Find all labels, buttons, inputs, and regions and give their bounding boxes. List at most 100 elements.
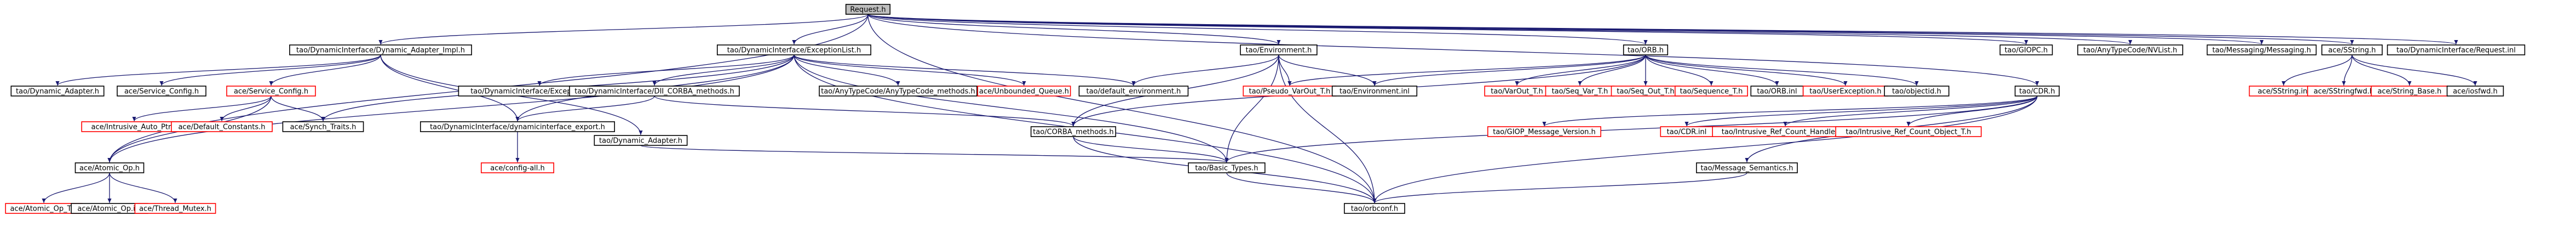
node-box	[1030, 126, 1117, 137]
node-tao-dynamicinterface-dynamic-adapter-impl-h[interactable]: tao/DynamicInterface/Dynamic_Adapter_Imp…	[289, 44, 472, 55]
node-label: tao/CDR.inl	[1667, 128, 1707, 137]
node-box	[1188, 162, 1266, 173]
node-tao-varout-t-h[interactable]: tao/VarOut_T.h	[1484, 86, 1550, 97]
node-tao-dynamicinterface-exceptionlist-h[interactable]: tao/DynamicInterface/ExceptionList.h	[717, 44, 872, 55]
node-box	[134, 203, 216, 214]
node-tao-cdr-inl[interactable]: tao/CDR.inl	[1660, 126, 1714, 137]
node-box	[717, 44, 872, 55]
node-ace-thread-mutex-h[interactable]: ace/Thread_Mutex.h	[134, 203, 216, 214]
node-tao-cdr-h[interactable]: tao/CDR.h	[2014, 86, 2060, 97]
node-box	[569, 86, 740, 97]
node-tao-dynamic-adapter-h[interactable]: tao/Dynamic_Adapter.h	[10, 86, 105, 97]
node-label: tao/Basic_Types.h	[1195, 165, 1258, 173]
node-tao-environment-h[interactable]: tao/Environment.h	[1240, 44, 1318, 55]
node-ace-sstring-inl[interactable]: ace/SString.inl	[2249, 86, 2319, 97]
node-label: tao/default_environment.h	[1086, 88, 1181, 96]
edge-request-to-orbconf	[867, 14, 1377, 203]
node-box	[419, 121, 615, 132]
node-label: tao/GIOPC.h	[2005, 47, 2048, 55]
node-tao-intrusive-ref-count-object-t-h[interactable]: tao/Intrusive_Ref_Count_Object_T.h	[1835, 126, 1982, 137]
node-ace-config-all-h[interactable]: ace/config-all.h	[480, 162, 554, 173]
node-box	[2387, 44, 2526, 55]
node-ace-intrusive-auto-ptr-h[interactable]: ace/Intrusive_Auto_Ptr.h	[81, 121, 187, 132]
node-label: tao/AnyTypeCode/AnyTypeCode_methods.h	[821, 88, 975, 96]
node-ace-atomic-op-h[interactable]: ace/Atomic_Op.h	[74, 162, 145, 173]
node-tao-dynamicinterface-dynamicinterface-export-h[interactable]: tao/DynamicInterface/dynamicinterface_ex…	[419, 121, 615, 132]
node-tao-basic-types-h[interactable]: tao/Basic_Types.h	[1188, 162, 1266, 173]
node-ace-synch-traits-h[interactable]: ace/Synch_Traits.h	[282, 121, 364, 132]
node-box	[2077, 44, 2183, 55]
edge-orb-to-orb_inl	[1645, 54, 1779, 86]
node-tao-orb-inl[interactable]: tao/ORB.inl	[1750, 86, 1804, 97]
node-label: tao/ORB.h	[1628, 47, 1664, 55]
node-label: tao/UserException.h	[1809, 88, 1881, 96]
node-ace-sstring-h[interactable]: ace/SString.h	[2321, 44, 2383, 55]
node-tao-orbconf-h[interactable]: tao/orbconf.h	[1344, 203, 1405, 214]
node-label: ace/Service_Config.h	[234, 88, 308, 96]
node-ace-service-config-h[interactable]: ace/Service_Config.h	[117, 86, 206, 97]
node-tao-environment-inl[interactable]: tao/Environment.inl	[1331, 86, 1418, 97]
dependency-edges	[42, 14, 2477, 203]
node-box	[282, 121, 364, 132]
edge-cdr-to-giop_message_version	[1542, 95, 2038, 127]
node-tao-seq-out-t-h[interactable]: tao/Seq_Out_T.h	[1611, 86, 1681, 97]
node-tao-userexception-h[interactable]: tao/UserException.h	[1802, 86, 1889, 97]
node-label: ace/Default_Constants.h	[178, 123, 265, 132]
node-ace-sstringfwd-h[interactable]: ace/SStringfwd.h	[2307, 86, 2381, 97]
node-tao-anytypecode-anytypecode-methods-h[interactable]: tao/AnyTypeCode/AnyTypeCode_methods.h	[819, 86, 978, 97]
node-box	[1999, 44, 2053, 55]
node-label: tao/Sequence_T.h	[1680, 88, 1743, 96]
node-tao-message-semantics-h[interactable]: tao/Message_Semantics.h	[1696, 162, 1798, 173]
node-tao-orb-h[interactable]: tao/ORB.h	[1623, 44, 1669, 55]
edge-orb-to-varout_t	[1515, 54, 1646, 86]
edge-dyn_adapter_impl-to-dynamic_interface_export	[380, 54, 520, 122]
node-ace-iosfwd-h[interactable]: ace/iosfwd.h	[2446, 86, 2504, 97]
node-tao-intrusive-ref-count-handle-t-h[interactable]: tao/Intrusive_Ref_Count_Handle_T.h	[1712, 126, 1859, 137]
edge-exception_list-to-unbounded_queue	[794, 54, 1026, 86]
edge-environment-to-basic_types	[1224, 54, 1279, 163]
node-box	[1696, 162, 1798, 173]
node-label: ace/iosfwd.h	[2453, 88, 2497, 96]
edge-exception_list-to-atomic_op	[107, 54, 795, 163]
edge-orb-to-objectid	[1645, 54, 1919, 86]
node-box	[845, 4, 891, 15]
edge-exception_list-to-default_environment	[794, 54, 1136, 86]
node-tao-pseudo-varout-t-h[interactable]: tao/Pseudo_VarOut_T.h	[1243, 86, 1337, 97]
node-box	[2446, 86, 2504, 97]
node-box	[289, 44, 472, 55]
node-tao-giop-message-version-h[interactable]: tao/GIOP_Message_Version.h	[1487, 126, 1602, 137]
node-box	[819, 86, 978, 97]
edge-message_semantics-to-orbconf	[1372, 172, 1747, 203]
node-tao-dynamicinterface-dii-corba-methods-h[interactable]: tao/DynamicInterface/DII_CORBA_methods.h	[569, 86, 740, 97]
edge-request-to-dyn_adapter_impl	[378, 14, 869, 45]
node-label: ace/config-all.h	[490, 165, 545, 173]
node-ace-atomic-op-inl[interactable]: ace/Atomic_Op.inl	[71, 203, 148, 214]
node-tao-objectid-h[interactable]: tao/objectid.h	[1884, 86, 1950, 97]
node-ace-service-config-h[interactable]: ace/Service_Config.h	[226, 86, 316, 97]
node-tao-corba-methods-h[interactable]: tao/CORBA_methods.h	[1030, 126, 1117, 137]
node-tao-seq-var-t-h[interactable]: tao/Seq_Var_T.h	[1545, 86, 1615, 97]
node-label: ace/Unbounded_Queue.h	[979, 88, 1069, 96]
node-box	[1675, 86, 1749, 97]
node-tao-dynamicinterface-request-inl[interactable]: tao/DynamicInterface/Request.inl	[2387, 44, 2526, 55]
edge-tao_dynamic_adapter-to-basic_types	[640, 145, 1229, 163]
node-label: tao/DynamicInterface/Dynamic_Adapter_Imp…	[296, 47, 465, 55]
node-label: tao/CDR.h	[2019, 88, 2055, 96]
node-ace-default-constants-h[interactable]: ace/Default_Constants.h	[171, 121, 273, 132]
node-ace-atomic-op-t-h[interactable]: ace/Atomic_Op_T.h	[5, 203, 83, 214]
node-tao-sequence-t-h[interactable]: tao/Sequence_T.h	[1675, 86, 1749, 97]
node-tao-dynamic-adapter-h[interactable]: tao/Dynamic_Adapter.h	[594, 135, 688, 146]
edge-exception_list-to-basic_types	[794, 54, 1229, 163]
node-tao-default-environment-h[interactable]: tao/default_environment.h	[1078, 86, 1189, 97]
edge-environment-to-orbconf	[1278, 54, 1377, 203]
edge-orb-to-environment_inl	[1372, 54, 1646, 86]
node-tao-anytypecode-nvlist-h[interactable]: tao/AnyTypeCode/NVList.h	[2077, 44, 2183, 55]
node-tao-giopc-h[interactable]: tao/GIOPC.h	[1999, 44, 2053, 55]
node-tao-messaging-messaging-h[interactable]: tao/Messaging/Messaging.h	[2206, 44, 2317, 55]
node-label: ace/Atomic_Op.inl	[77, 205, 141, 213]
node-ace-string-base-h[interactable]: ace/String_Base.h	[2371, 86, 2448, 97]
edge-atomic_op-to-thread_mutex	[109, 172, 177, 203]
node-ace-unbounded-queue-h[interactable]: ace/Unbounded_Queue.h	[977, 86, 1071, 97]
edge-orb-to-user_exception	[1645, 54, 1848, 86]
